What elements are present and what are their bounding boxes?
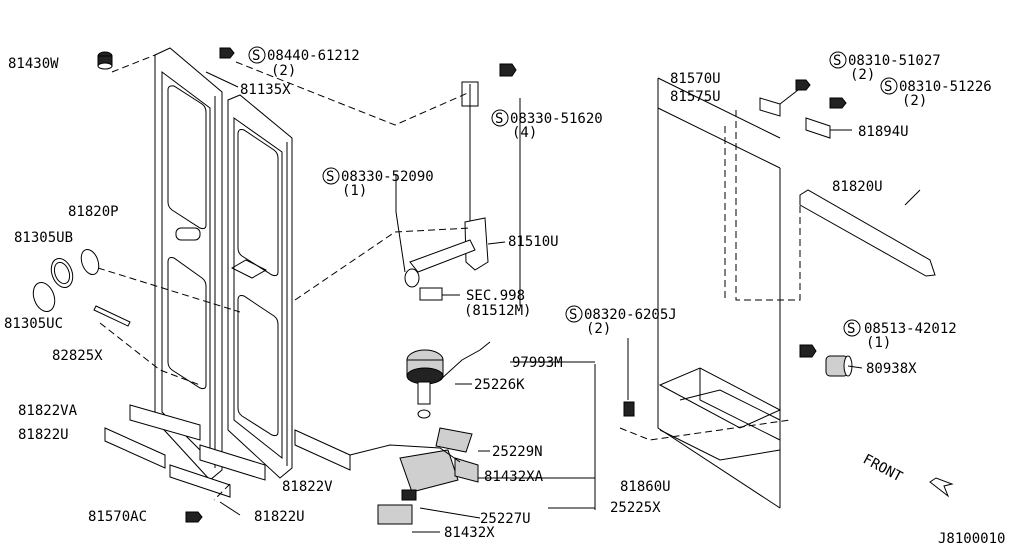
screw-symbol-08330b-icon: S	[322, 167, 340, 185]
actuator-assembly	[377, 341, 491, 525]
ring-parts	[32, 248, 100, 313]
svg-text:S: S	[833, 53, 841, 69]
diagram-code: J8100010	[938, 531, 1005, 547]
label-81305ub: 81305UB	[14, 230, 73, 246]
label-08320-qty: (2)	[586, 321, 611, 337]
screw-symbol-08440-icon: S	[248, 46, 266, 64]
svg-text:S: S	[326, 169, 334, 185]
screw-symbol-08330a-icon: S	[491, 109, 509, 127]
part-labels: 81430W S 08440-61212 (2) 81135X S 08330-…	[4, 46, 1005, 547]
screw-symbol-08310b-icon: S	[880, 77, 898, 95]
svg-text:S: S	[252, 48, 260, 64]
screw-symbol-08310a-icon: S	[829, 51, 847, 69]
label-97993m: 97993M	[512, 355, 563, 371]
trim-strips	[104, 404, 351, 498]
strip-82825x-part	[93, 305, 131, 327]
label-81822va: 81822VA	[18, 403, 78, 419]
label-81822u-b: 81822U	[254, 509, 305, 525]
label-08440-qty: (2)	[271, 63, 296, 79]
screws	[185, 47, 847, 523]
label-81822v: 81822V	[282, 479, 333, 495]
label-81570ac: 81570AC	[88, 509, 147, 525]
label-81512m: (81512M)	[464, 303, 531, 319]
label-81820p: 81820P	[68, 204, 119, 220]
label-08513-qty: (1)	[866, 335, 891, 351]
label-82825x: 82825X	[52, 348, 103, 364]
label-08440-61212: 08440-61212	[267, 48, 360, 64]
label-08320-6205j: 08320-6205J	[584, 307, 677, 323]
brackets	[759, 97, 831, 139]
label-25226k: 25226K	[474, 377, 525, 393]
label-08330-52090: 08330-52090	[341, 169, 434, 185]
rail-81820u-part	[799, 189, 936, 277]
screw-symbol-08320-icon: S	[565, 305, 583, 323]
label-25229n: 25229N	[492, 444, 543, 460]
label-81432x: 81432X	[444, 525, 495, 541]
svg-text:S: S	[569, 307, 577, 323]
label-08310-51027: 08310-51027	[848, 53, 941, 69]
label-81894u: 81894U	[858, 124, 909, 140]
left-door-panel	[154, 47, 223, 481]
svg-text:S: S	[847, 321, 855, 337]
svg-text:S: S	[884, 79, 892, 95]
label-81575u: 81575U	[670, 89, 721, 105]
label-08310b-qty: (2)	[902, 93, 927, 109]
bumper-81430w-part	[97, 51, 113, 70]
label-81305uc: 81305UC	[4, 316, 63, 332]
latch-mechanism	[395, 81, 489, 301]
right-frame	[657, 77, 782, 509]
label-08330a-qty: (4)	[512, 125, 537, 141]
svg-text:S: S	[495, 111, 503, 127]
label-08513-42012: 08513-42012	[864, 321, 957, 337]
label-08330-51620: 08330-51620	[510, 111, 603, 127]
label-81820u: 81820U	[832, 179, 883, 195]
label-81822u-a: 81822U	[18, 427, 69, 443]
label-08310-51226: 08310-51226	[899, 79, 992, 95]
label-sec998: SEC.998	[466, 288, 525, 304]
label-81430w: 81430W	[8, 56, 59, 72]
label-25225x: 25225X	[610, 500, 661, 516]
label-81135x: 81135X	[240, 82, 291, 98]
label-25227u: 25227U	[480, 511, 531, 527]
label-80938x: 80938X	[866, 361, 917, 377]
label-08310a-qty: (2)	[850, 67, 875, 83]
label-81570u: 81570U	[670, 71, 721, 87]
front-label: FRONT	[860, 451, 905, 485]
label-08330b-qty: (1)	[342, 183, 367, 199]
label-81860u: 81860U	[620, 479, 671, 495]
right-door-panel	[227, 94, 293, 479]
leader-lines	[97, 54, 921, 533]
front-arrow-icon	[929, 477, 954, 498]
label-81432xa: 81432XA	[484, 469, 544, 485]
screw-symbol-08513-icon: S	[843, 319, 861, 337]
rod-link	[349, 444, 461, 463]
label-81510u: 81510U	[508, 234, 559, 250]
